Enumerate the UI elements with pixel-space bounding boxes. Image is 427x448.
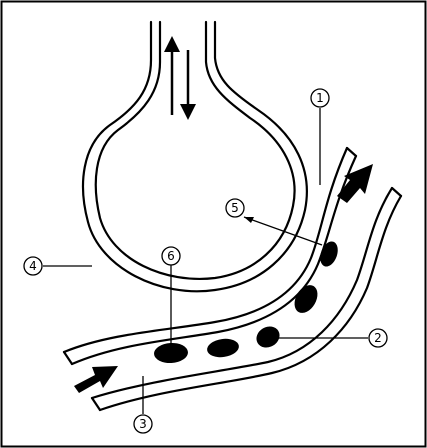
capillary-wall-upper-outer [64, 148, 347, 352]
callout-6: 6 [162, 247, 180, 265]
callout-3-label: 3 [139, 417, 147, 431]
red-blood-cell [206, 337, 240, 359]
alveolus [83, 22, 307, 291]
blood-flow-out-arrow-icon [337, 164, 373, 203]
callout-5-label: 5 [231, 201, 239, 215]
callout-1-label: 1 [316, 91, 324, 105]
up-arrow-icon [164, 36, 180, 115]
callout-5: 5 [226, 199, 244, 217]
callout-4-label: 4 [29, 259, 37, 273]
alveolus-outer-wall [83, 22, 307, 291]
red-blood-cells [153, 239, 340, 364]
capillary-wall-lower-inner [100, 196, 401, 410]
alveolus-inner-wall [96, 22, 295, 279]
callout-2-label: 2 [374, 331, 382, 345]
airflow-arrows [164, 36, 196, 120]
callout-6-label: 6 [167, 249, 175, 263]
callout-4: 4 [24, 257, 42, 275]
capillary-wall-upper-inner [72, 156, 356, 364]
callout-1: 1 [311, 89, 329, 107]
callout-3: 3 [134, 415, 152, 433]
blood-flow-in-arrow-icon [74, 366, 118, 393]
red-blood-cell [290, 281, 322, 317]
red-blood-cell [253, 322, 284, 351]
down-arrow-icon [180, 50, 196, 120]
callout-2: 2 [369, 329, 387, 347]
capillary-wall-lower-outer [92, 188, 392, 398]
leader-5 [244, 217, 322, 245]
